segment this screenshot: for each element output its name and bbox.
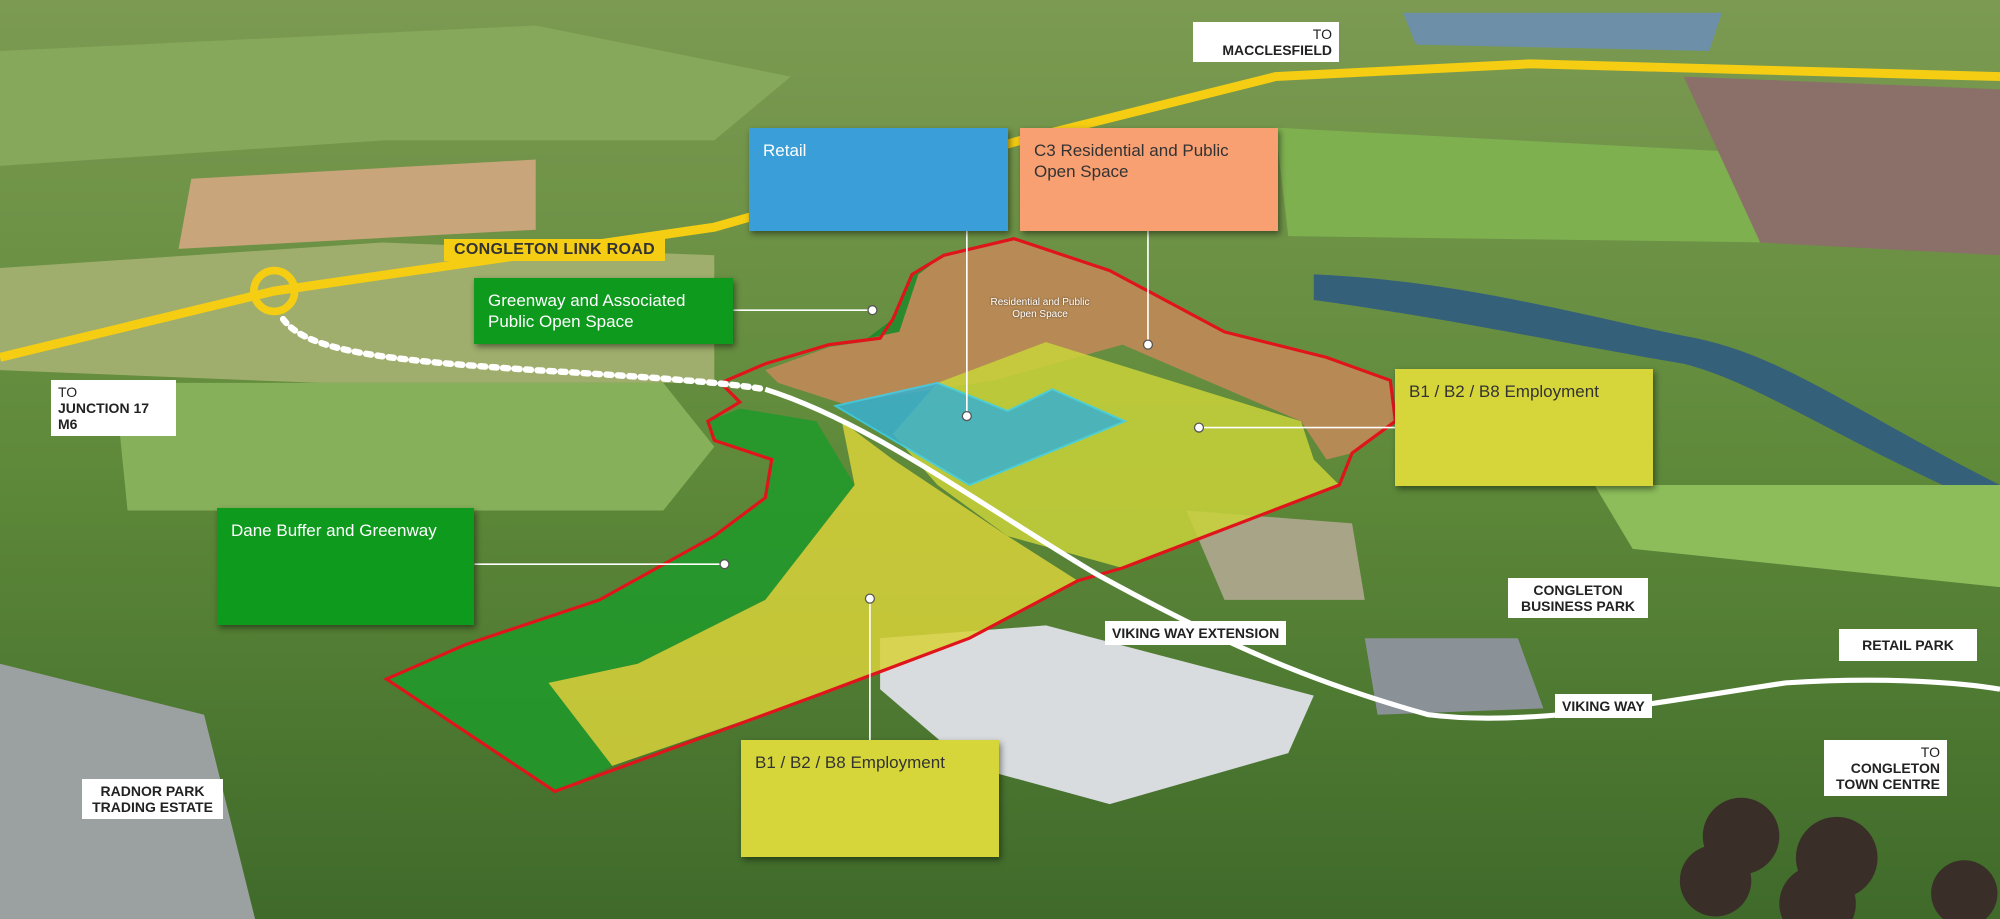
zone-greenway-pos: [867, 255, 944, 339]
junction-name: JUNCTION 17: [58, 400, 150, 416]
housing-estate: [1683, 76, 2000, 256]
macclesfield-to: TO: [1312, 26, 1332, 42]
field: [1275, 127, 1773, 243]
residential-inline-label: Residential and Public Open Space: [990, 297, 1090, 320]
viking-way-extension-label: VIKING WAY EXTENSION: [1105, 621, 1287, 645]
town-centre-to: TO: [1920, 744, 1940, 760]
congleton-link-road-label: CONGLETON LINK ROAD: [444, 239, 665, 261]
zone-residential: [765, 238, 1396, 460]
viking-way-extension-road: [764, 386, 2000, 721]
junction-motorway: M6: [58, 416, 78, 432]
dane-buffer-label: Dane Buffer and Greenway: [217, 508, 474, 625]
radnor-line2: TRADING ESTATE: [92, 799, 213, 815]
radnor-line1: RADNOR PARK: [100, 783, 205, 799]
town-centre-line2: TOWN CENTRE: [1836, 776, 1940, 792]
retail-label: Retail: [749, 128, 1008, 231]
retail-park-label: RETAIL PARK: [1839, 629, 1977, 661]
field: [0, 25, 791, 166]
zone-dane-buffer: [386, 408, 855, 792]
town-centre-line1: CONGLETON: [1850, 760, 1940, 776]
field: [1594, 485, 2000, 588]
leader-dots: [719, 305, 1205, 604]
zone-employment-right: [892, 342, 1340, 568]
business-park-ground: [1186, 510, 1365, 600]
macclesfield-name: MACCLESFIELD: [1222, 42, 1332, 58]
treatment-tanks: [1679, 797, 1998, 919]
field: [114, 382, 715, 511]
leader-lines: [474, 231, 1396, 741]
site-boundary: [383, 237, 1398, 794]
junction-to: TO: [58, 384, 78, 400]
lake: [1403, 12, 1722, 52]
employment-bottom-label: B1 / B2 / B8 Employment: [741, 740, 999, 857]
field: [178, 159, 536, 249]
business-park-line2: BUSINESS PARK: [1520, 598, 1636, 614]
greenway-pos-label: Greenway and Associated Public Open Spac…: [474, 278, 733, 344]
business-park-line1: CONGLETON: [1533, 582, 1623, 598]
car-park: [1364, 638, 1544, 715]
radnor-label: RADNOR PARK TRADING ESTATE: [82, 779, 223, 819]
junction-label: TO JUNCTION 17 M6: [51, 380, 176, 436]
business-park-label: CONGLETON BUSINESS PARK: [1508, 578, 1648, 618]
macclesfield-label: TO MACCLESFIELD: [1193, 22, 1339, 62]
planned-road-dotted: [279, 315, 769, 393]
zone-retail: [832, 381, 1128, 487]
roundabout: [250, 266, 299, 316]
viking-way-label: VIKING WAY: [1555, 694, 1652, 718]
zone-employment-bottom: [548, 421, 1078, 766]
field: [0, 242, 715, 383]
residential-label: C3 Residential and Public Open Space: [1020, 128, 1278, 231]
employment-right-label: B1 / B2 / B8 Employment: [1395, 369, 1653, 486]
river: [1313, 274, 2000, 511]
town-centre-label: TO CONGLETON TOWN CENTRE: [1824, 740, 1947, 796]
